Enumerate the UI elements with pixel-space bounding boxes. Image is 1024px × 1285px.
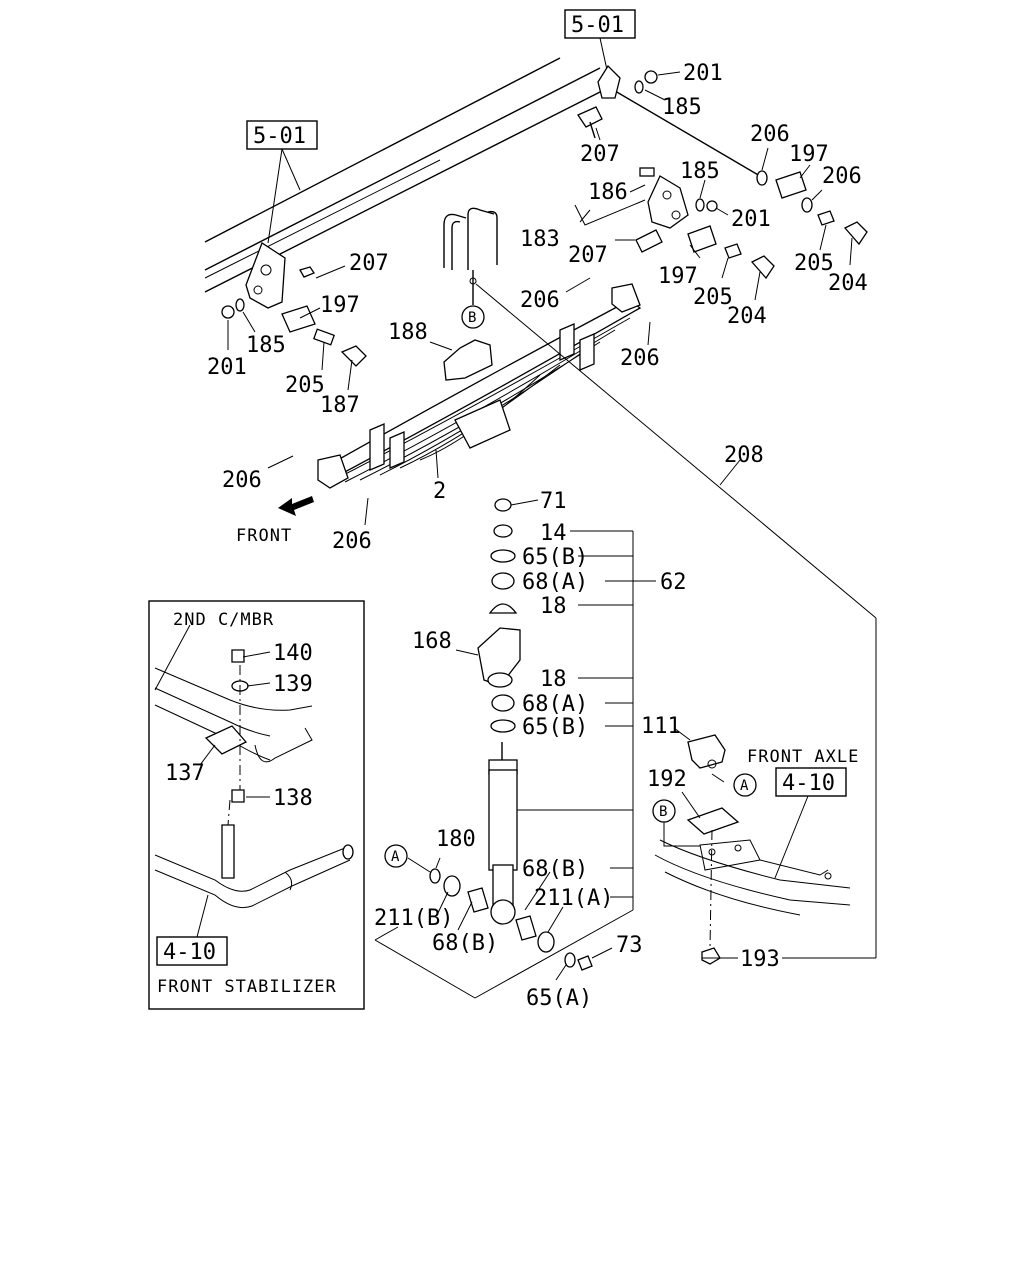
callout-bracket-62 [374, 530, 656, 999]
callout: 73 [616, 933, 643, 958]
ref-top-label: 5-01 [571, 13, 624, 38]
callout: 205 [693, 285, 733, 310]
callout: 65(B) [522, 545, 588, 570]
callout: 207 [568, 243, 608, 268]
callout: 62 [660, 570, 687, 595]
callout-labels: 201 185 207 206 197 206 185 186 201 183 … [165, 61, 868, 1011]
callout: 71 [540, 489, 567, 514]
front-arrow: FRONT [236, 496, 314, 546]
callout: 168 [412, 629, 452, 654]
callout: 205 [285, 373, 325, 398]
callout: 186 [588, 180, 628, 205]
front-axle-section [654, 734, 851, 965]
callout: 197 [658, 264, 698, 289]
callout: 137 [165, 761, 205, 786]
reference-box-left[interactable]: 5-01 [246, 120, 318, 244]
front-axle-label: FRONT AXLE [747, 747, 859, 767]
rear-hanger-bracket [577, 64, 658, 139]
callout: 68(B) [432, 931, 498, 956]
front-stabilizer-label: FRONT STABILIZER [157, 977, 337, 997]
ref-left-label: 5-01 [253, 124, 306, 149]
front-label: FRONT [236, 526, 292, 546]
callout: 211(A) [534, 886, 613, 911]
callout: 197 [789, 142, 829, 167]
svg-text:B: B [468, 310, 476, 326]
frame-rail [204, 57, 761, 293]
second-cmbr-label: 2ND C/MBR [173, 610, 274, 630]
callout: 201 [731, 207, 771, 232]
callout: 207 [349, 251, 389, 276]
callout: 201 [207, 355, 247, 380]
svg-text:B: B [659, 804, 667, 820]
callout: 18 [540, 667, 567, 692]
stabilizer-inset: 2ND C/MBR 4-10 FRONT STABILIZER [148, 600, 365, 1010]
callout: 185 [680, 159, 720, 184]
callout: 65(B) [522, 715, 588, 740]
callout: 68(A) [522, 570, 588, 595]
callout-line-208 [475, 283, 877, 959]
callout: 139 [273, 672, 313, 697]
circle-marker-a1: A [733, 773, 757, 797]
shackle-assembly [635, 167, 868, 280]
callout: 180 [436, 827, 476, 852]
reference-box-top[interactable]: 5-01 [564, 9, 636, 71]
callout: 68(A) [522, 692, 588, 717]
ref-stab-label: 4-10 [163, 940, 216, 965]
callout: 2 [433, 479, 446, 504]
leaf-spring [317, 283, 642, 489]
callout: 187 [320, 393, 360, 418]
callout: 14 [540, 521, 567, 546]
callout: 18 [540, 594, 567, 619]
callout: 65(A) [526, 986, 592, 1011]
callout: 68(B) [522, 857, 588, 882]
leader-lines [199, 71, 853, 981]
callout: 204 [828, 271, 868, 296]
callout: 138 [273, 786, 313, 811]
circle-marker-a2: A [384, 844, 408, 868]
front-hanger-bracket [221, 242, 367, 367]
callout: 140 [273, 641, 313, 666]
circle-marker-b1: B [461, 305, 485, 329]
callout: 204 [727, 304, 767, 329]
reference-box-axle[interactable]: 4-10 FRONT AXLE [747, 747, 859, 879]
callout: 211(B) [374, 906, 453, 931]
callout: 206 [750, 122, 790, 147]
callout: 197 [320, 293, 360, 318]
callout: 183 [520, 227, 560, 252]
callout: 206 [822, 164, 862, 189]
callout: 207 [580, 142, 620, 167]
callout: 206 [620, 346, 660, 371]
callout: 185 [662, 95, 702, 120]
ref-axle-label: 4-10 [782, 771, 835, 796]
shock-absorber-parts [429, 498, 593, 971]
callout: 188 [388, 320, 428, 345]
callout: 193 [740, 947, 780, 972]
callout: 205 [794, 251, 834, 276]
callout: 208 [724, 443, 764, 468]
callout: 206 [332, 529, 372, 554]
callout: 185 [246, 333, 286, 358]
svg-text:A: A [740, 778, 749, 794]
callout: 192 [647, 767, 687, 792]
callout: 201 [683, 61, 723, 86]
callout: 206 [222, 468, 262, 493]
u-bolt [443, 207, 498, 305]
callout: 206 [520, 288, 560, 313]
svg-text:A: A [391, 849, 400, 865]
callout: 111 [641, 714, 681, 739]
circle-marker-b2: B [652, 799, 676, 823]
